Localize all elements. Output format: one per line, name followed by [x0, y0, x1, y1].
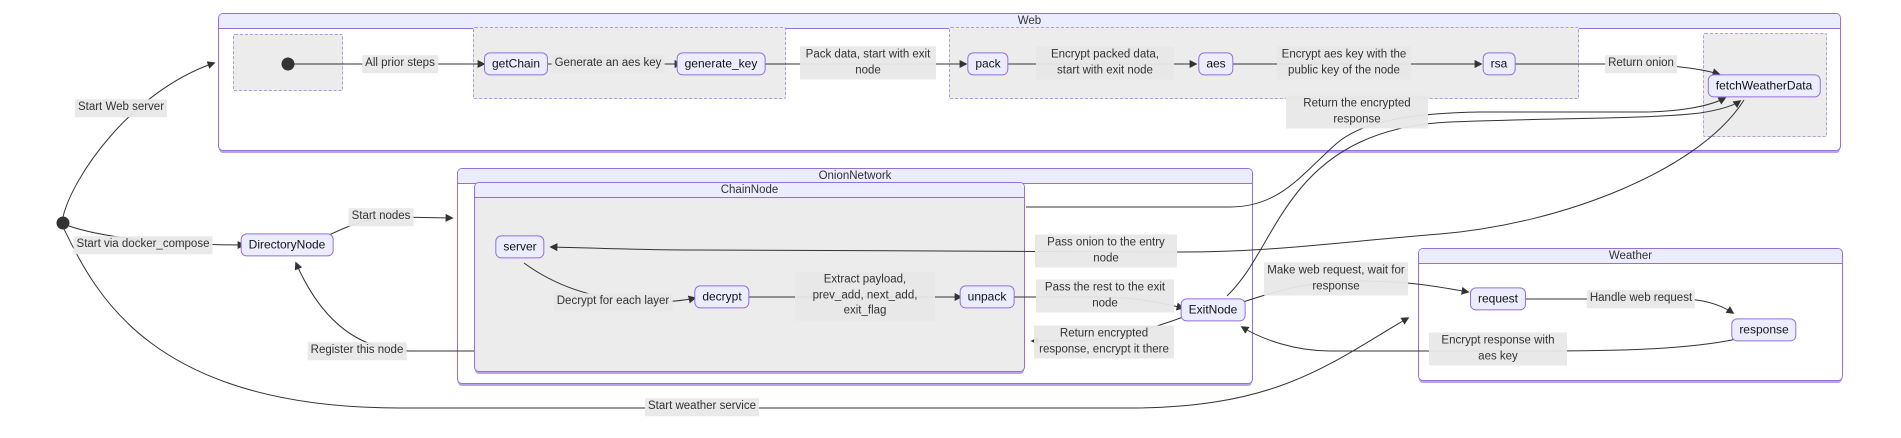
edge-label-make-web-request: Make web request, wait for response	[1264, 262, 1408, 296]
node-fetchweatherdata: fetchWeatherData	[1707, 74, 1821, 98]
node-server: server	[495, 235, 545, 259]
node-pack: pack	[967, 52, 1009, 76]
edge-label-return-the-encrypted-response: Return the encrypted response	[1286, 95, 1428, 129]
start-state-dot	[56, 216, 70, 230]
edge-label-handle-web-request: Handle web request	[1586, 290, 1696, 308]
web-start-state-dot	[281, 57, 295, 71]
node-request: request	[1469, 287, 1527, 311]
node-rsa: rsa	[1482, 52, 1516, 76]
subgraph-chain-node: ChainNode	[474, 182, 1025, 372]
edge-label-decrypt-each-layer: Decrypt for each layer	[553, 293, 673, 311]
edge-label-return-onion: Return onion	[1605, 55, 1677, 73]
edge-label-start-web-server: Start Web server	[74, 99, 168, 117]
node-response: response	[1731, 318, 1797, 342]
node-getchain: getChain	[483, 52, 549, 76]
node-decrypt: decrypt	[694, 285, 750, 309]
edge-label-all-prior-steps: All prior steps	[362, 55, 438, 73]
node-exitnode: ExitNode	[1180, 298, 1246, 322]
edge-label-pass-rest-exit: Pass the rest to the exit node	[1036, 279, 1174, 313]
edge-label-extract-payload: Extract payload, prev_add, next_add, exi…	[795, 271, 935, 321]
node-generate-key: generate_key	[676, 52, 766, 76]
node-aes: aes	[1198, 52, 1234, 76]
edge-label-return-encrypted-there: Return encrypted response, encrypt it th…	[1034, 325, 1174, 359]
subgraph-chain-node-title: ChainNode	[475, 183, 1024, 198]
node-unpack: unpack	[959, 285, 1015, 309]
subgraph-weather-title: Weather	[1419, 249, 1842, 264]
edge-label-encrypt-packed-data: Encrypt packed data, start with exit nod…	[1036, 46, 1174, 80]
edge-label-start-weather-service: Start weather service	[644, 398, 760, 416]
edge-label-encrypt-response-aes: Encrypt response with aes key	[1429, 332, 1567, 366]
node-directorynode: DirectoryNode	[240, 233, 334, 257]
edge-label-register-this-node: Register this node	[307, 342, 407, 360]
edge-label-encrypt-aes-key: Encrypt aes key with the public key of t…	[1277, 46, 1411, 80]
edge-label-start-via-docker-compose: Start via docker_compose	[73, 236, 213, 254]
edge-label-pack-data: Pack data, start with exit node	[800, 46, 936, 80]
edge-label-start-nodes: Start nodes	[348, 208, 414, 226]
edge-label-pass-onion-entry: Pass onion to the entry node	[1035, 234, 1177, 268]
edge-label-generate-an-aes-key: Generate an aes key	[551, 55, 665, 73]
